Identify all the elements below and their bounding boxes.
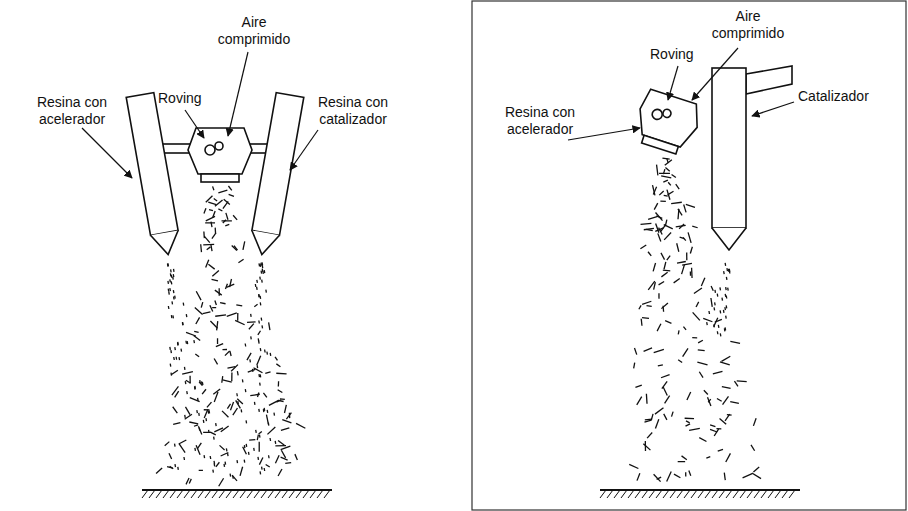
part-label: Resina con acelerador [498,104,582,138]
spray-gun-left [126,93,304,257]
part-label: Aire comprimido [206,14,302,48]
mould-surface-right [600,490,800,498]
part-label: Aire comprimido [700,8,796,42]
part-label: Catalizador [798,88,898,105]
part-label: Resina con catalizador [310,94,396,128]
part-label: Roving [650,46,710,63]
spray-gun-right [630,66,792,250]
part-label: Roving [158,90,218,107]
mould-surface-left [142,490,332,498]
panel-frame [472,1,906,510]
part-label: Resina con acelerador [30,94,114,128]
spray-fibres [156,158,761,486]
leader-arrows [82,48,794,178]
